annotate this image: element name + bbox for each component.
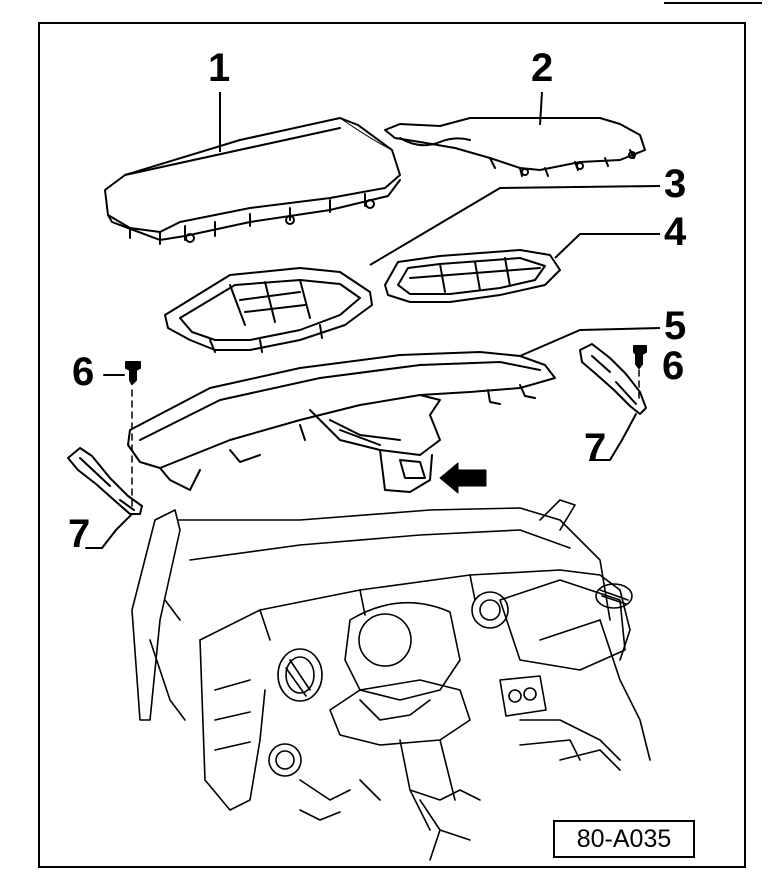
figure-reference-label: 80-A035 — [553, 820, 695, 858]
callout-2: 2 — [531, 46, 554, 90]
callout-7-right: 7 — [584, 426, 607, 470]
part-6-right-screw — [633, 345, 647, 401]
leader-2 — [539, 91, 543, 126]
callout-1: 1 — [208, 46, 231, 90]
callout-3: 3 — [664, 162, 687, 206]
part-7-left-trim — [67, 447, 143, 549]
part-2-right-cover — [384, 117, 646, 177]
leader-3 — [369, 185, 661, 266]
leader-5 — [519, 327, 661, 357]
car-interior-scene — [131, 499, 651, 861]
diagram-frame — [38, 22, 746, 868]
part-1-cover-panel — [104, 117, 401, 245]
part-3-left-vent-frame — [164, 267, 373, 353]
top-rule — [664, 2, 762, 4]
direction-arrow — [439, 462, 487, 494]
callout-4: 4 — [664, 210, 687, 254]
callout-7-left: 7 — [68, 512, 91, 556]
part-6-left-screw — [103, 361, 141, 511]
callout-6-left: 6 — [72, 350, 95, 394]
leader-4 — [554, 233, 660, 259]
part-5-dashboard-panel — [127, 351, 556, 493]
part-4-right-vent-frame — [384, 249, 561, 303]
callout-6-right: 6 — [662, 344, 685, 388]
callout-5: 5 — [664, 304, 687, 348]
part-7-right-trim — [579, 343, 647, 461]
